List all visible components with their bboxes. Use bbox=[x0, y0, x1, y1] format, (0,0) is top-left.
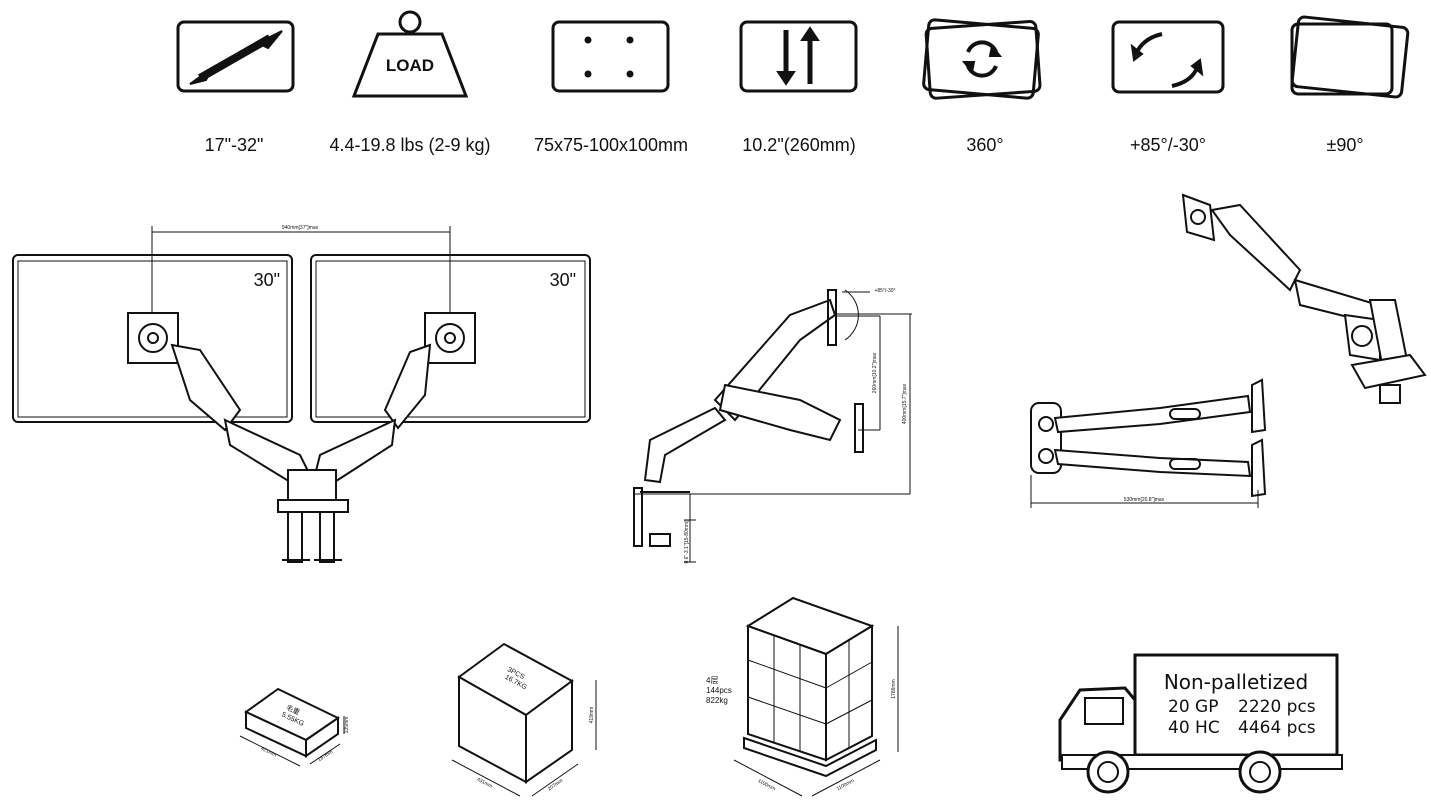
pallet-drawing bbox=[733, 596, 899, 797]
single-box-drawing bbox=[239, 687, 345, 767]
carton-drawing bbox=[451, 642, 597, 797]
tilt-dimension-label: +85°/-30° bbox=[874, 288, 895, 294]
pallet-weight: 822kg bbox=[706, 696, 728, 705]
height-dimension-label: 260mm[10.2"]max bbox=[872, 352, 878, 393]
truck-row1-type: 20 GP bbox=[1168, 697, 1218, 717]
dual-monitor-drawing bbox=[12, 226, 591, 563]
spec-tilt-label: +85°/-30° bbox=[1130, 135, 1206, 155]
truck-title: Non-palletized bbox=[1164, 670, 1308, 694]
diagonal-size-icon bbox=[176, 20, 295, 93]
truck-row1-qty: 2220 pcs bbox=[1238, 697, 1316, 717]
spec-swivel-label: ±90° bbox=[1326, 135, 1364, 155]
truck-row2-qty: 4464 pcs bbox=[1238, 718, 1316, 738]
height-adjust-icon bbox=[739, 20, 858, 93]
load-icon-text: LOAD bbox=[386, 56, 434, 75]
spec-rotation-label: 360° bbox=[966, 135, 1004, 155]
pallet-width: 1100mm bbox=[836, 778, 856, 792]
top-view-drawing bbox=[1030, 193, 1427, 508]
pallet-layers: 4层 bbox=[706, 676, 718, 685]
rotation-icon bbox=[922, 18, 1042, 100]
truck-row2-type: 40 HC bbox=[1168, 718, 1220, 738]
spec-load-label: 4.4-19.8 lbs (2-9 kg) bbox=[329, 135, 491, 155]
spec-height-label: 10.2"(260mm) bbox=[742, 135, 856, 155]
monitor-left-size: 30" bbox=[254, 270, 280, 290]
swivel-icon bbox=[1290, 15, 1410, 99]
clamp-dimension-label: 0.6"-3.1"[15-80mm] bbox=[684, 520, 690, 564]
pallet-pcs: 144pcs bbox=[706, 686, 732, 695]
single-box-height: 135mm bbox=[344, 717, 350, 734]
spec-vesa-label: 75x75-100x100mm bbox=[533, 135, 689, 155]
tilt-icon bbox=[1111, 20, 1225, 94]
vesa-pattern-icon bbox=[551, 20, 670, 93]
truck-drawing bbox=[1058, 653, 1343, 794]
carton-length: 431mm bbox=[476, 777, 494, 790]
spec-size-label: 17"-32" bbox=[204, 135, 264, 155]
side-view-drawing bbox=[633, 289, 912, 563]
monitor-right-size: 30" bbox=[550, 270, 576, 290]
single-box-width: 187mm bbox=[317, 749, 334, 763]
width-dimension-label: 940mm[37"]max bbox=[282, 225, 319, 231]
load-weight-icon: LOAD bbox=[351, 10, 469, 98]
total-height-dimension-label: 400mm[15.7"]max bbox=[902, 383, 908, 424]
carton-height: 419mm bbox=[589, 707, 595, 724]
single-box-length: 421mm bbox=[260, 746, 278, 759]
pallet-length: 1100mm bbox=[757, 778, 777, 792]
pallet-height: 1786mm bbox=[891, 679, 897, 698]
reach-dimension-label: 530mm[20.8"]max bbox=[1124, 497, 1165, 503]
